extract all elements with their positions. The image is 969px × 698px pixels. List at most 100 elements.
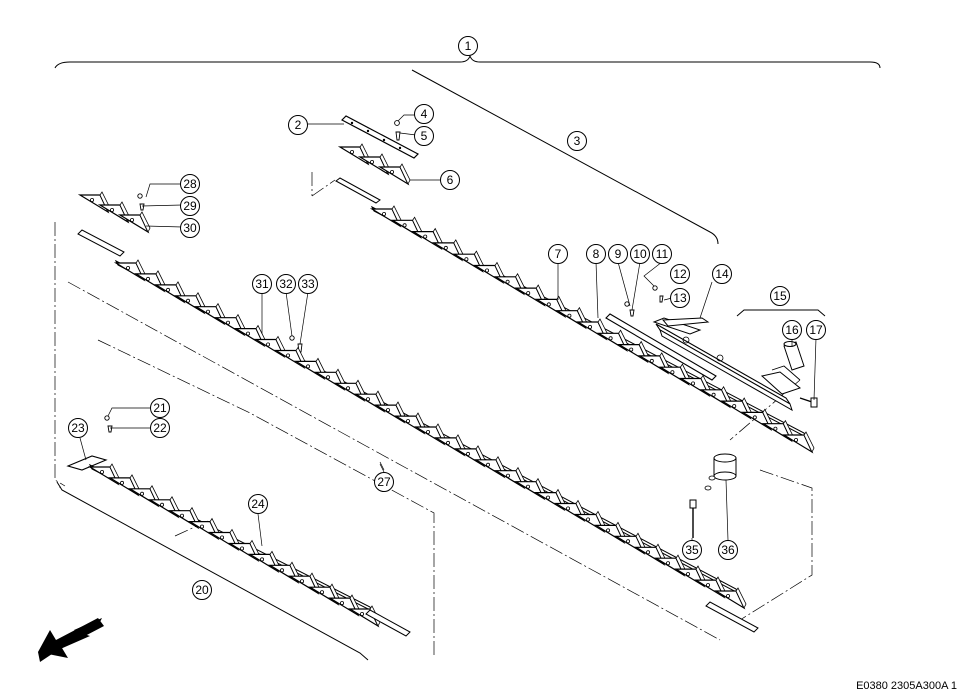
callout-8: 8 — [586, 244, 606, 264]
callout-circle — [180, 196, 200, 216]
knife-section — [783, 431, 815, 453]
callout-30: 30 — [180, 218, 200, 238]
knife-middle — [114, 259, 747, 609]
callout-number: 33 — [301, 277, 315, 291]
callout-number: 1 — [465, 39, 472, 53]
callout-number: 17 — [809, 323, 823, 337]
callout-11: 11 — [652, 244, 672, 264]
callout-5: 5 — [414, 126, 434, 146]
part-2-bar — [341, 115, 419, 159]
callout-number: 2 — [295, 118, 302, 132]
callout-circle — [440, 170, 460, 190]
callout-number: 28 — [183, 177, 197, 191]
callout-1: 1 — [458, 36, 478, 56]
callout-7: 7 — [548, 244, 568, 264]
callout-circle — [630, 244, 650, 264]
callout-number: 9 — [615, 247, 622, 261]
callout-circle — [252, 274, 272, 294]
callout-circle — [414, 126, 434, 146]
callout-10: 10 — [630, 244, 650, 264]
callout-circle — [458, 36, 478, 56]
callout-circle — [374, 472, 394, 492]
callout-circle — [567, 131, 587, 151]
callout-circle — [180, 218, 200, 238]
part-23-plate — [66, 455, 108, 471]
callout-circle — [670, 264, 690, 284]
callout-27: 27 — [374, 472, 394, 492]
callout-number: 20 — [195, 583, 209, 597]
knife-upper — [370, 205, 815, 453]
callout-circle — [652, 244, 672, 264]
callout-21: 21 — [150, 398, 170, 418]
callout-number: 30 — [183, 221, 197, 235]
callout-number: 8 — [593, 247, 600, 261]
callout-number: 21 — [153, 401, 167, 415]
part-36-bearing — [704, 453, 737, 491]
knife-middle-end — [705, 601, 759, 633]
brace-assembly — [54, 54, 881, 661]
callout-22: 22 — [150, 418, 170, 438]
callout-number: 14 — [715, 267, 729, 281]
callout-circle — [150, 418, 170, 438]
callout-number: 7 — [555, 247, 562, 261]
callout-circle — [192, 580, 212, 600]
callout-number: 13 — [673, 291, 687, 305]
direction-arrow-icon — [38, 618, 104, 662]
callout-number: 22 — [153, 421, 167, 435]
callout-circle — [414, 104, 434, 124]
callout-17: 17 — [806, 320, 826, 340]
callout-circle — [782, 320, 802, 340]
knife-lower-end — [365, 609, 411, 637]
callout-circle — [288, 115, 308, 135]
callout-number: 27 — [377, 475, 391, 489]
callout-circle — [68, 418, 88, 438]
callout-circle — [670, 288, 690, 308]
callout-20: 20 — [192, 580, 212, 600]
callout-circle — [150, 398, 170, 418]
callout-circle — [248, 494, 268, 514]
drawing-code: E0380 2305A300A 1 — [856, 680, 957, 692]
callout-32: 32 — [276, 274, 296, 294]
callout-circle — [548, 244, 568, 264]
callout-2: 2 — [288, 115, 308, 135]
callout-9: 9 — [608, 244, 628, 264]
callout-33: 33 — [298, 274, 318, 294]
callout-circle — [298, 274, 318, 294]
callout-14: 14 — [712, 264, 732, 284]
callout-number: 16 — [785, 323, 799, 337]
fasteners — [104, 120, 664, 433]
callout-circle — [180, 174, 200, 194]
part-16-bushing — [783, 341, 805, 371]
callout-13: 13 — [670, 288, 690, 308]
callout-number: 32 — [279, 277, 293, 291]
knife-head — [652, 317, 802, 412]
callout-number: 15 — [773, 289, 787, 303]
leader-lines — [79, 114, 817, 547]
callout-15: 15 — [770, 286, 790, 306]
knife-section — [715, 587, 747, 609]
callout-3: 3 — [567, 131, 587, 151]
callout-circle — [770, 286, 790, 306]
callout-4: 4 — [414, 104, 434, 124]
callout-number: 36 — [721, 543, 735, 557]
callout-29: 29 — [180, 196, 200, 216]
callout-number: 6 — [447, 173, 454, 187]
knife-back-upper — [335, 177, 381, 204]
callout-36: 36 — [718, 540, 738, 560]
callout-number: 10 — [633, 247, 647, 261]
callout-number: 3 — [574, 134, 581, 148]
callout-number: 5 — [421, 129, 428, 143]
callout-circle — [806, 320, 826, 340]
callout-number: 4 — [421, 107, 428, 121]
callout-number: 31 — [255, 277, 269, 291]
callout-16: 16 — [782, 320, 802, 340]
callout-number: 35 — [685, 543, 699, 557]
callout-number: 23 — [71, 421, 85, 435]
callout-number: 24 — [251, 497, 265, 511]
callout-24: 24 — [248, 494, 268, 514]
callout-circle — [718, 540, 738, 560]
part-17-bolt — [799, 397, 818, 408]
part-8-bar — [605, 313, 717, 381]
